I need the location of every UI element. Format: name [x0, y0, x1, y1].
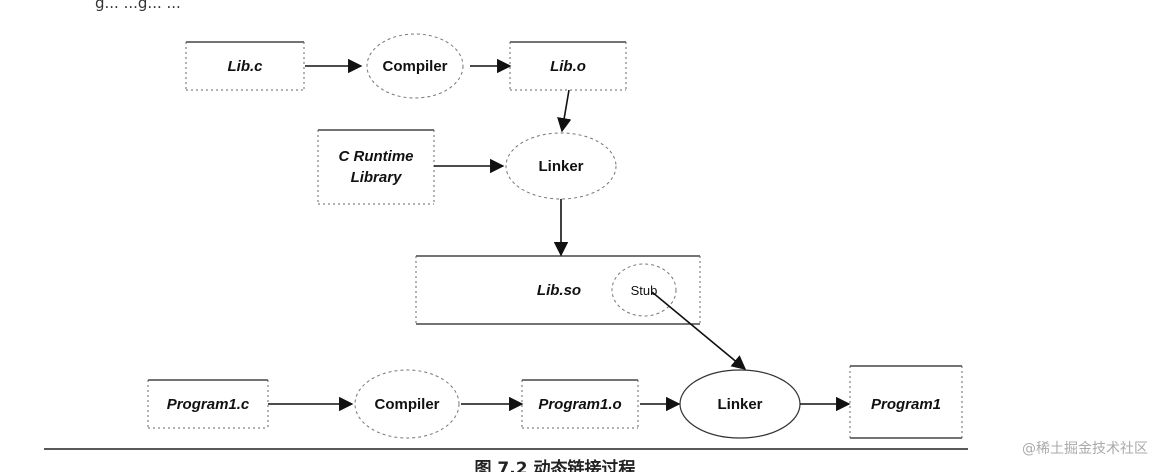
label-program1-c: Program1.c	[167, 396, 250, 413]
label-stub: Stub	[631, 283, 658, 298]
label-lib-c: Lib.c	[227, 58, 263, 75]
cropped-top-text: g... ...g... ...	[95, 0, 181, 12]
label-program1: Program1	[871, 396, 941, 413]
node-stub: Stub	[611, 263, 677, 317]
node-compiler-top: Compiler	[366, 33, 464, 99]
node-program1: Program1	[849, 365, 963, 439]
node-linker-top: Linker	[505, 132, 617, 200]
label-linker-bottom: Linker	[717, 396, 762, 413]
node-lib-o: Lib.o	[509, 41, 627, 91]
arrow-libo-to-linker	[557, 89, 572, 133]
watermark-text: @稀土掘金技术社区	[1022, 441, 1148, 457]
arrow-stub-to-linker	[651, 291, 747, 370]
node-linker-bottom: Linker	[679, 369, 801, 439]
node-program1-c: Program1.c	[147, 379, 269, 429]
node-compiler-bottom: Compiler	[354, 369, 460, 439]
label-lib-so: Lib.so	[537, 282, 581, 299]
label-program1-o: Program1.o	[538, 396, 621, 413]
label-linker-top: Linker	[538, 158, 583, 175]
node-program1-o: Program1.o	[521, 379, 639, 429]
label-compiler-top: Compiler	[382, 58, 447, 75]
label-c-runtime-line2: Library	[351, 169, 403, 186]
figure-caption: 图 7.2 动态链接过程	[475, 458, 636, 472]
label-c-runtime-line1: C Runtime	[339, 148, 414, 165]
label-lib-o: Lib.o	[550, 58, 586, 75]
node-lib-c: Lib.c	[185, 41, 305, 91]
label-compiler-bottom: Compiler	[374, 396, 439, 413]
node-c-runtime-library: C Runtime Library	[317, 129, 435, 205]
